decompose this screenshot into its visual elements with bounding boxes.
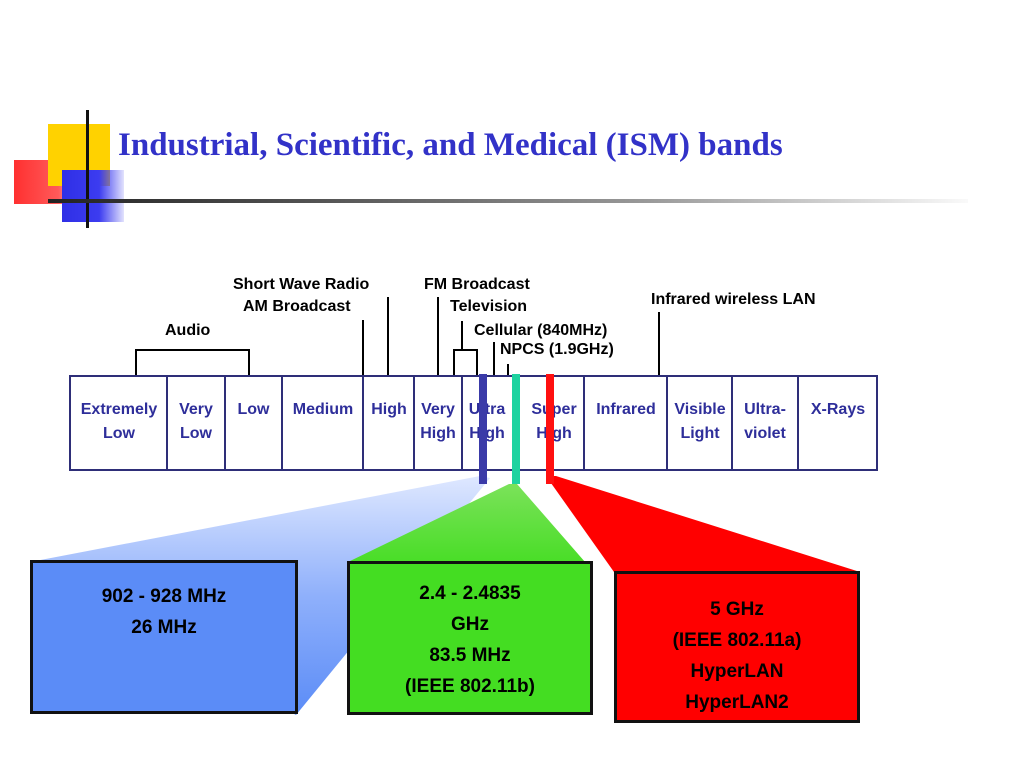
band-ultra-high: UltraHigh — [463, 398, 511, 446]
tv-bracket — [453, 349, 478, 375]
ism-box-902mhz: 902 - 928 MHz 26 MHz — [30, 560, 298, 714]
band-divider — [224, 375, 226, 471]
ism-marker-5ghz — [546, 374, 554, 484]
ism-902-width: 26 MHz — [131, 617, 197, 638]
label-cellular: Cellular (840MHz) — [474, 322, 608, 339]
ism-box-5ghz: 5 GHz (IEEE 802.11a) HyperLAN HyperLAN2 — [614, 571, 860, 723]
band-divider — [461, 375, 463, 471]
logo-vertical-line — [86, 110, 89, 228]
slide-title: Industrial, Scientific, and Medical (ISM… — [118, 127, 783, 163]
ism-24-width: 83.5 MHz — [429, 645, 511, 666]
band-high: High — [371, 401, 407, 418]
label-audio: Audio — [165, 322, 211, 339]
spectrum-bar — [69, 375, 878, 471]
ism-24-unit: GHz — [451, 614, 489, 635]
logo-blue-square — [62, 170, 124, 222]
label-short-wave-radio: Short Wave Radio — [233, 276, 370, 293]
band-x-rays: X-Rays — [810, 401, 866, 418]
ism-24-standard: (IEEE 802.11b) — [405, 676, 535, 697]
band-ultraviolet: Ultra-violet — [744, 401, 786, 442]
band-super-high: SuperHigh — [531, 401, 577, 442]
label-infrared-wireless-lan: Infrared wireless LAN — [651, 291, 816, 308]
projection-2-4ghz — [348, 484, 592, 570]
projection-5ghz — [546, 476, 860, 572]
band-low: Low — [237, 401, 270, 418]
label-am-broadcast: AM Broadcast — [243, 298, 351, 315]
ism-902-range: 902 - 928 MHz — [101, 586, 227, 607]
ism-marker-2-4ghz — [512, 374, 520, 484]
audio-bracket — [135, 349, 250, 375]
band-divider — [413, 375, 415, 471]
ism-5-range: 5 GHz — [710, 599, 764, 620]
label-fm-broadcast: FM Broadcast — [424, 276, 530, 293]
ism-5-hyperlan2: HyperLAN2 — [685, 692, 789, 713]
band-infrared: Infrared — [596, 401, 656, 418]
band-divider — [281, 375, 283, 471]
title-underline — [48, 199, 968, 203]
ism-box-2-4ghz: 2.4 - 2.4835 GHz 83.5 MHz (IEEE 802.11b) — [347, 561, 593, 715]
ism-5-standard: (IEEE 802.11a) — [672, 630, 802, 651]
band-divider — [797, 375, 799, 471]
band-divider — [731, 375, 733, 471]
ism-marker-902mhz — [479, 374, 487, 484]
ism-5-hyperlan: HyperLAN — [690, 661, 784, 682]
label-television: Television — [450, 298, 528, 315]
band-divider — [362, 375, 364, 471]
band-medium: Medium — [292, 401, 354, 418]
band-divider — [666, 375, 668, 471]
band-divider — [583, 375, 585, 471]
ism-24-range: 2.4 - 2.4835 — [419, 583, 521, 604]
label-npcs: NPCS (1.9GHz) — [500, 341, 614, 358]
band-divider — [166, 375, 168, 471]
